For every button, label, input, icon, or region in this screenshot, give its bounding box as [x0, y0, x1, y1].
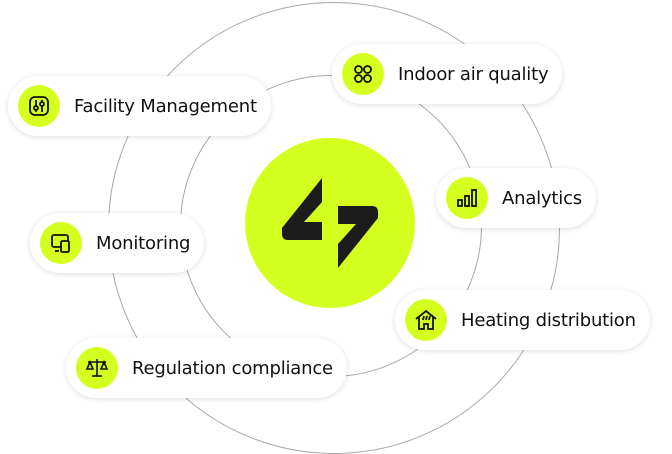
item-label: Indoor air quality	[398, 63, 549, 85]
item-label: Heating distribution	[461, 309, 636, 331]
four-circles-icon	[342, 53, 384, 95]
item-label: Analytics	[502, 187, 582, 209]
heating-distribution-item[interactable]: Heating distribution	[395, 290, 650, 350]
sliders-icon	[18, 85, 60, 127]
devices-icon	[40, 222, 82, 264]
house-heat-icon	[405, 299, 447, 341]
lightning-logo-icon	[282, 178, 378, 268]
item-label: Regulation compliance	[132, 357, 333, 379]
monitoring-item[interactable]: Monitoring	[30, 213, 205, 273]
hub-logo	[245, 138, 415, 308]
item-label: Facility Management	[74, 95, 257, 117]
scales-icon	[76, 347, 118, 389]
analytics-item[interactable]: Analytics	[436, 168, 596, 228]
item-label: Monitoring	[96, 232, 191, 254]
facility-management-item[interactable]: Facility Management	[8, 76, 271, 136]
indoor-air-quality-item[interactable]: Indoor air quality	[332, 44, 563, 104]
regulation-compliance-item[interactable]: Regulation compliance	[66, 338, 347, 398]
bar-chart-icon	[446, 177, 488, 219]
